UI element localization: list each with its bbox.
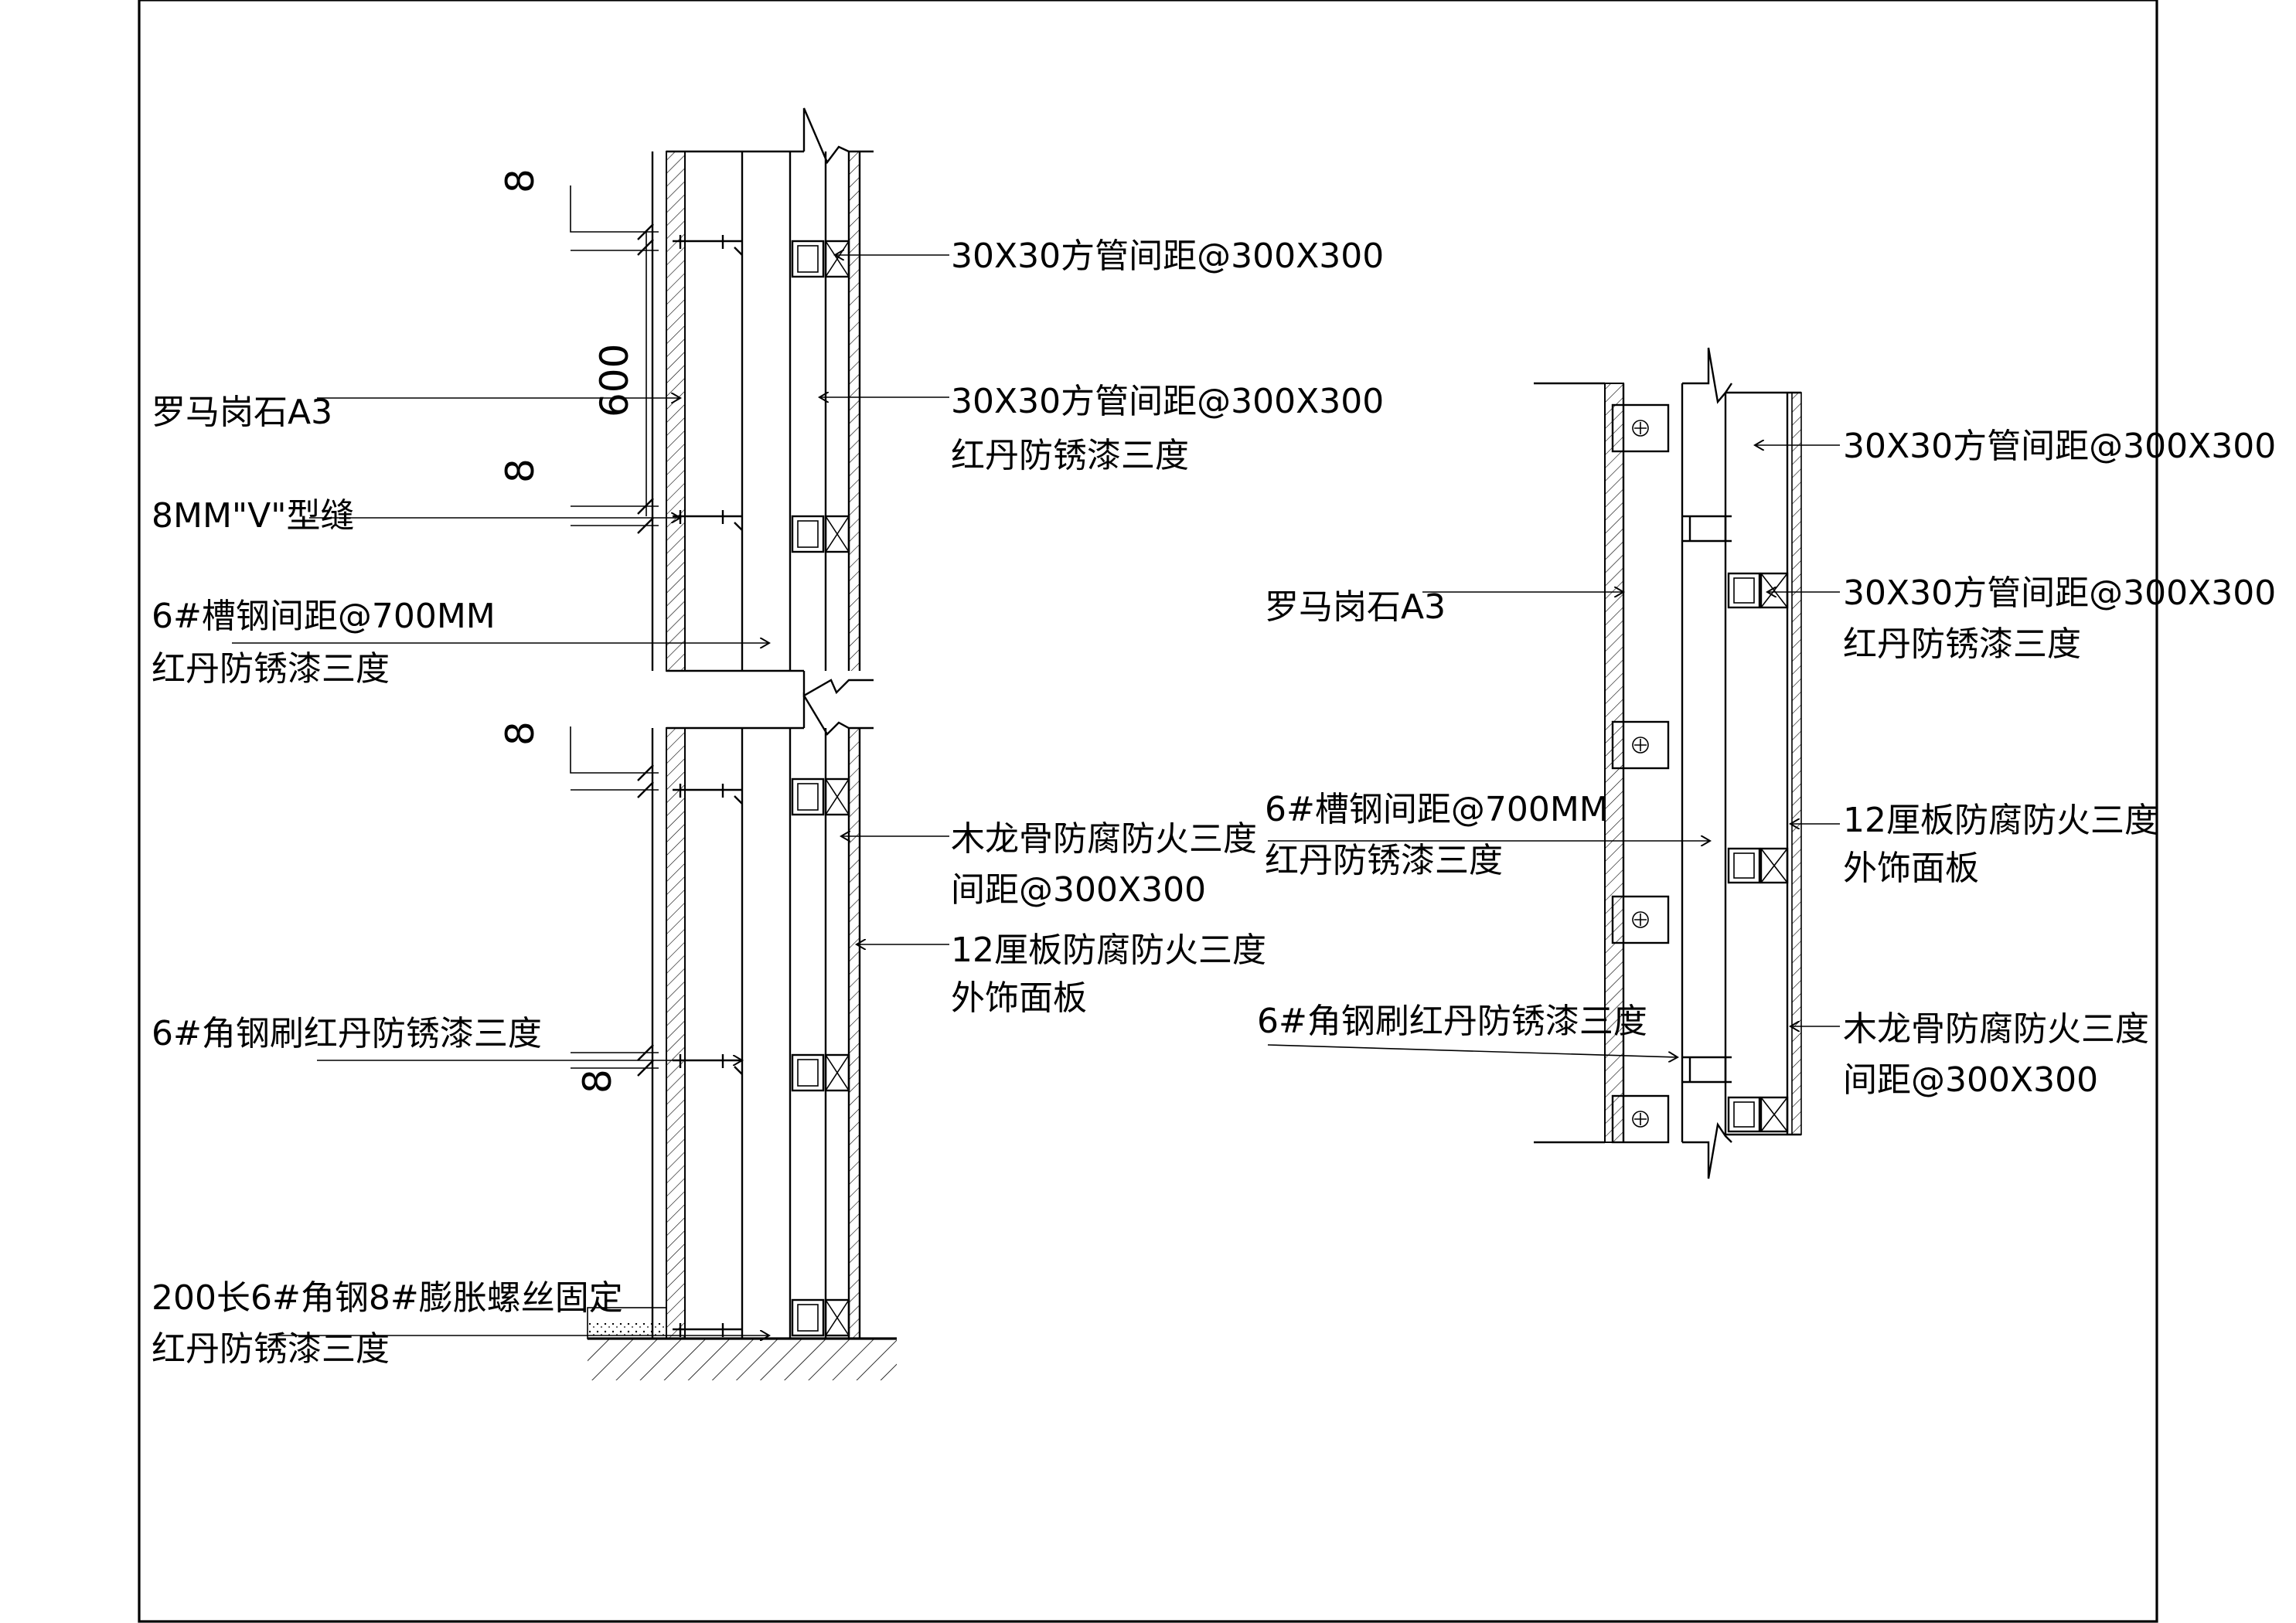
right-text: 罗马岗石A3 6#槽钢间距@700MM 红丹防锈漆三度 6#角钢刷红丹防锈漆三度… (1257, 427, 2276, 1100)
label-channel-left-2: 红丹防锈漆三度 (152, 649, 390, 689)
label-channel-left-1: 6#槽钢间距@700MM (152, 597, 496, 636)
label-keel-right-1: 木龙骨防腐防火三度 (1843, 1009, 2149, 1049)
dim-8-mid: 8 (498, 458, 543, 483)
label-channel-right-2: 红丹防锈漆三度 (1265, 841, 1503, 880)
drawing-frame (138, 0, 2158, 1623)
label-v-joint: 8MM"V"型缝 (152, 496, 355, 536)
label-tube-left-2b: 红丹防锈漆三度 (951, 436, 1189, 475)
right-plates (1611, 403, 1732, 1144)
label-stone-left: 罗马岗石A3 (152, 393, 332, 432)
label-tube-right-1: 30X30方管间距@300X300 (1843, 427, 2276, 466)
left-section (232, 107, 949, 1380)
label-stone-right: 罗马岗石A3 (1265, 587, 1446, 627)
label-angle-right: 6#角钢刷红丹防锈漆三度 (1257, 1002, 1647, 1041)
right-leaders (1267, 445, 1840, 1057)
label-keel-right-2: 间距@300X300 (1843, 1060, 2098, 1100)
left-floor (587, 1307, 897, 1380)
left-lower-wall (651, 692, 874, 1339)
dim-8-bottom: 8 (575, 1069, 620, 1094)
left-leaders (232, 255, 949, 1335)
label-board-left-2: 外饰面板 (951, 978, 1087, 1018)
dim-8-top: 8 (498, 168, 543, 193)
label-anchor-left-2: 红丹防锈漆三度 (152, 1329, 390, 1369)
right-square-tubes (1727, 572, 1789, 1133)
label-anchor-left-1: 200长6#角钢8#膨胀螺丝固定 (152, 1278, 623, 1318)
right-section (1267, 347, 1840, 1179)
label-angle-left: 6#角钢刷红丹防锈漆三度 (152, 1014, 542, 1053)
label-keel-left-1: 木龙骨防腐防火三度 (951, 819, 1257, 859)
dim-600: 600 (592, 344, 637, 417)
label-tube-right-2a: 30X30方管间距@300X300 (1843, 573, 2276, 613)
label-board-right-2: 外饰面板 (1843, 849, 1979, 888)
left-dimension-lines (570, 185, 659, 1077)
dim-8-lower: 8 (498, 721, 543, 746)
left-text: 罗马岗石A3 8MM"V"型缝 6#槽钢间距@700MM 红丹防锈漆三度 6#角… (152, 168, 1384, 1369)
label-board-right-1: 12厘板防腐防火三度 (1843, 801, 2158, 840)
label-keel-left-2: 间距@300X300 (951, 870, 1206, 910)
label-tube-left-2a: 30X30方管间距@300X300 (951, 382, 1384, 421)
left-upper-wall (651, 107, 874, 698)
label-channel-right-1: 6#槽钢间距@700MM (1265, 790, 1609, 829)
label-tube-right-2b: 红丹防锈漆三度 (1843, 624, 2081, 664)
label-tube-left-1: 30X30方管间距@300X300 (951, 236, 1384, 276)
left-square-tubes (791, 240, 850, 1337)
label-board-left-1: 12厘板防腐防火三度 (951, 931, 1266, 970)
